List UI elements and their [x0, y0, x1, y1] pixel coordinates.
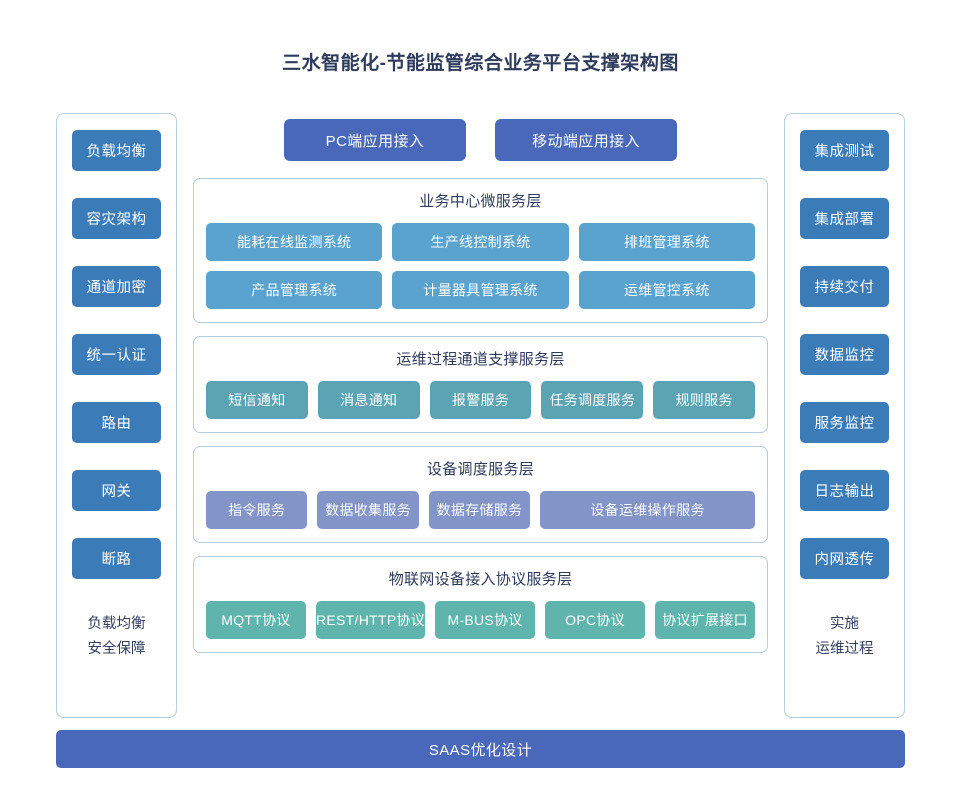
saas-optimization-bar[interactable]: SAAS优化设计	[56, 730, 905, 768]
left-footer-line-2: 安全保障	[87, 641, 146, 657]
sidebar-item-integration-deploy[interactable]: 集成部署	[800, 198, 889, 239]
layer-device: 设备调度服务层 指令服务 数据收集服务 数据存储服务 设备运维操作服务	[193, 446, 768, 543]
cell-opc-protocol[interactable]: OPC协议	[545, 601, 646, 639]
sidebar-item-service-monitoring[interactable]: 服务监控	[800, 402, 889, 443]
sidebar-item-routing[interactable]: 路由	[72, 402, 161, 443]
sidebar-item-disaster-recovery[interactable]: 容灾架构	[72, 198, 161, 239]
cell-sms-notification[interactable]: 短信通知	[206, 381, 308, 419]
cell-data-collection-service[interactable]: 数据收集服务	[317, 491, 419, 529]
right-footer-line-2: 运维过程	[815, 641, 874, 657]
cell-alarm-service[interactable]: 报警服务	[429, 381, 532, 419]
layer-title-business: 业务中心微服务层	[419, 193, 542, 210]
diagram-frame: 负载均衡 容灾架构 通道加密 统一认证 路由 网关 断路 负载均衡 安全保障 P…	[56, 113, 905, 718]
layer-row: 产品管理系统 计量器具管理系统 运维管控系统	[206, 271, 755, 309]
sidebar-item-channel-encryption[interactable]: 通道加密	[72, 266, 161, 307]
pc-access-button[interactable]: PC端应用接入	[284, 119, 466, 161]
right-sidebar: 集成测试 集成部署 持续交付 数据监控 服务监控 日志输出 内网透传 实施 运维…	[784, 113, 905, 718]
sidebar-item-data-monitoring[interactable]: 数据监控	[800, 334, 889, 375]
cell-rest-http-protocol[interactable]: REST/HTTP协议	[315, 601, 426, 639]
cell-message-notification[interactable]: 消息通知	[317, 381, 420, 419]
cell-data-storage-service[interactable]: 数据存储服务	[428, 491, 531, 529]
sidebar-item-gateway[interactable]: 网关	[72, 470, 161, 511]
layer-row: MQTT协议 REST/HTTP协议 M-BUS协议 OPC协议 协议扩展接口	[206, 601, 756, 639]
cell-device-ops-operation-service[interactable]: 设备运维操作服务	[540, 491, 756, 529]
layer-business: 业务中心微服务层 能耗在线监测系统 生产线控制系统 排班管理系统 产品管理系统 …	[193, 178, 768, 323]
cell-mqtt-protocol[interactable]: MQTT协议	[206, 601, 306, 639]
right-footer-line-1: 实施	[830, 616, 859, 632]
page-title: 三水智能化-节能监管综合业务平台支撑架构图	[282, 53, 679, 74]
cell-rule-service[interactable]: 规则服务	[653, 381, 755, 419]
layer-iot: 物联网设备接入协议服务层 MQTT协议 REST/HTTP协议 M-BUS协议 …	[193, 556, 768, 653]
cell-product-management[interactable]: 产品管理系统	[206, 271, 383, 309]
sidebar-item-log-output[interactable]: 日志输出	[800, 470, 889, 511]
sidebar-item-unified-auth[interactable]: 统一认证	[72, 334, 161, 375]
cell-energy-monitoring[interactable]: 能耗在线监测系统	[206, 223, 383, 261]
cell-metering-equipment-management[interactable]: 计量器具管理系统	[392, 271, 569, 309]
main-content: PC端应用接入 移动端应用接入 业务中心微服务层 能耗在线监测系统 生产线控制系…	[177, 113, 784, 718]
sidebar-item-continuous-delivery[interactable]: 持续交付	[800, 266, 889, 307]
layer-title-iot: 物联网设备接入协议服务层	[388, 571, 573, 588]
left-sidebar-footer: 负载均衡 安全保障	[88, 612, 146, 662]
layer-title-device: 设备调度服务层	[426, 461, 535, 478]
layer-title-ops: 运维过程通道支撑服务层	[396, 351, 565, 368]
sidebar-item-integration-test[interactable]: 集成测试	[800, 130, 889, 171]
layer-ops: 运维过程通道支撑服务层 短信通知 消息通知 报警服务 任务调度服务 规则服务	[193, 336, 768, 433]
layer-row: 短信通知 消息通知 报警服务 任务调度服务 规则服务	[206, 381, 755, 419]
cell-shift-management[interactable]: 排班管理系统	[578, 223, 755, 261]
cell-production-line-control[interactable]: 生产线控制系统	[392, 223, 569, 261]
cell-mbus-protocol[interactable]: M-BUS协议	[435, 601, 536, 639]
layer-row: 能耗在线监测系统 生产线控制系统 排班管理系统	[206, 223, 755, 261]
sidebar-item-intranet-passthrough[interactable]: 内网透传	[800, 538, 889, 579]
cell-ops-control[interactable]: 运维管控系统	[578, 271, 755, 309]
left-sidebar: 负载均衡 容灾架构 通道加密 统一认证 路由 网关 断路 负载均衡 安全保障	[56, 113, 177, 718]
sidebar-item-load-balance[interactable]: 负载均衡	[72, 130, 161, 171]
cell-protocol-extension-interface[interactable]: 协议扩展接口	[655, 601, 756, 639]
left-footer-line-1: 负载均衡	[87, 616, 146, 632]
cell-command-service[interactable]: 指令服务	[206, 491, 308, 529]
mobile-access-button[interactable]: 移动端应用接入	[495, 119, 677, 161]
right-sidebar-footer: 实施 运维过程	[816, 612, 874, 662]
layer-row: 指令服务 数据收集服务 数据存储服务 设备运维操作服务	[206, 491, 756, 529]
sidebar-item-circuit-breaker[interactable]: 断路	[72, 538, 161, 579]
cell-task-scheduling-service[interactable]: 任务调度服务	[541, 381, 644, 419]
access-button-row: PC端应用接入 移动端应用接入	[284, 119, 677, 161]
